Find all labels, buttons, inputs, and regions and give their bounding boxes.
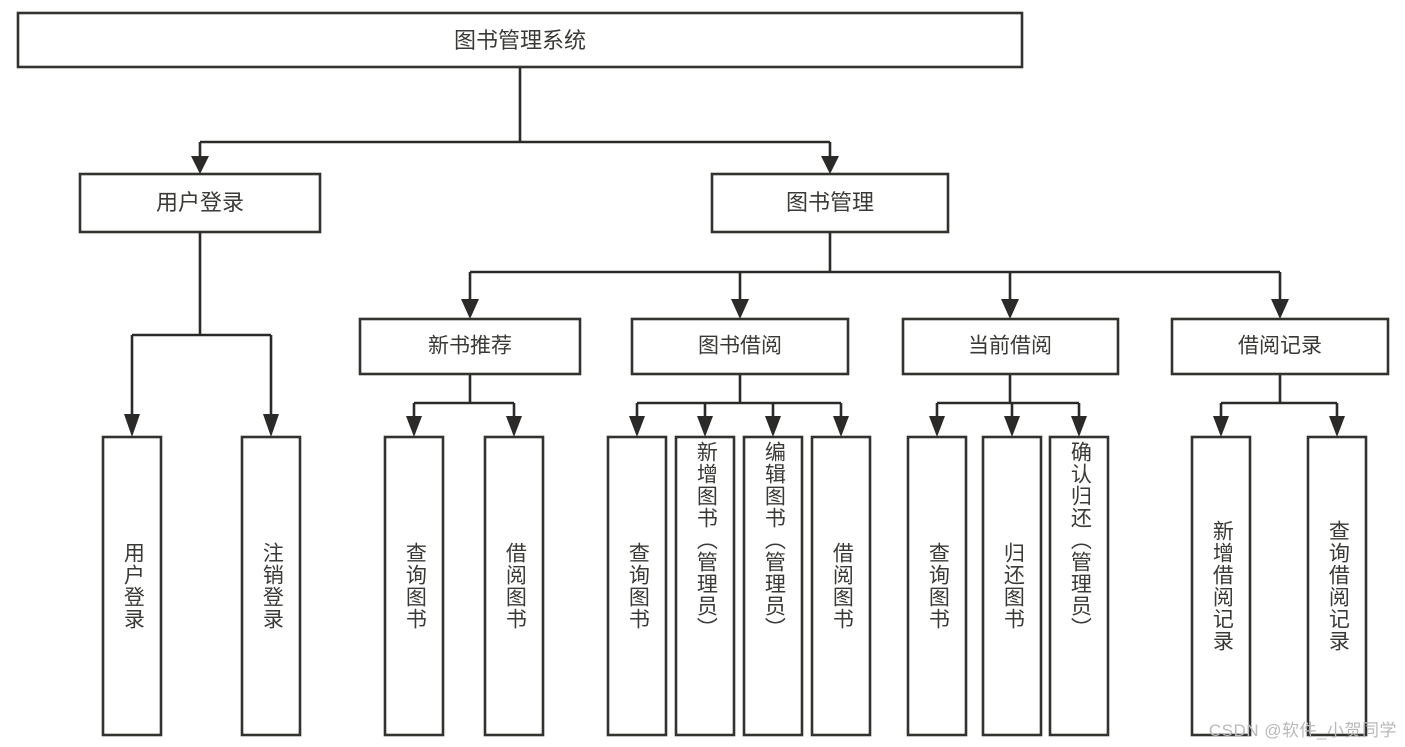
arrow-to-book-manage bbox=[821, 156, 839, 174]
arrow-to-leaf-edit-book bbox=[765, 416, 781, 437]
node-user-login-box[interactable] bbox=[78, 172, 322, 234]
arrow-to-current-borrow bbox=[1001, 299, 1019, 319]
leaf-box-query-book-borrow[interactable] bbox=[606, 435, 668, 737]
node-user-login[interactable]: 用户登录 bbox=[78, 172, 322, 234]
arrow-to-leaf-add-record bbox=[1213, 416, 1229, 437]
leaf-box-query-book-cur[interactable] bbox=[906, 435, 968, 737]
arrow-to-leaf-borrow-book-rec bbox=[506, 416, 522, 437]
leaf-box-query-record[interactable] bbox=[1306, 435, 1368, 737]
leaf-box-add-book[interactable] bbox=[674, 435, 736, 737]
leaf-box-return-book[interactable] bbox=[981, 435, 1043, 737]
node-current-borrow-box[interactable] bbox=[901, 317, 1120, 376]
node-book-borrow[interactable]: 图书借阅 bbox=[630, 317, 850, 376]
leaf-box-borrow-book-rec[interactable] bbox=[483, 435, 545, 737]
node-borrow-record-box[interactable] bbox=[1170, 317, 1390, 376]
arrow-to-leaf-query-book-cur bbox=[929, 416, 945, 437]
node-book-manage-box[interactable] bbox=[710, 172, 950, 234]
arrow-to-leaf-query-record bbox=[1329, 416, 1345, 437]
leaf-box-confirm-return[interactable] bbox=[1048, 435, 1110, 737]
node-current-borrow[interactable]: 当前借阅 bbox=[901, 317, 1120, 376]
connector-layer bbox=[124, 67, 1345, 437]
arrow-to-leaf-return-book bbox=[1004, 416, 1020, 437]
node-book-borrow-box[interactable] bbox=[630, 317, 850, 376]
leaf-box-edit-book[interactable] bbox=[742, 435, 804, 737]
arrow-to-borrow-record bbox=[1271, 299, 1289, 319]
arrow-to-leaf-borrow-book bbox=[833, 416, 849, 437]
leaf-box-add-record[interactable] bbox=[1190, 435, 1252, 737]
node-root-label: 图书管理系统 bbox=[454, 28, 586, 53]
node-book-manage-label: 图书管理 bbox=[786, 190, 874, 215]
node-borrow-record-label: 借阅记录 bbox=[1238, 335, 1322, 358]
arrow-to-leaf-user-login bbox=[124, 414, 140, 437]
arrow-to-leaf-user-logout bbox=[263, 414, 279, 437]
node-new-book-rec-label: 新书推荐 bbox=[428, 335, 512, 358]
arrow-to-leaf-query-book-borrow bbox=[629, 416, 645, 437]
node-new-book-rec-box[interactable] bbox=[358, 317, 582, 376]
arrow-to-new-book-rec bbox=[461, 299, 479, 319]
node-book-borrow-label: 图书借阅 bbox=[698, 335, 782, 358]
node-root[interactable]: 图书管理系统 bbox=[16, 11, 1024, 69]
node-borrow-record[interactable]: 借阅记录 bbox=[1170, 317, 1390, 376]
leaf-box-user-login[interactable] bbox=[101, 435, 163, 737]
arrow-to-leaf-add-book bbox=[697, 416, 713, 437]
arrow-to-user-login bbox=[191, 156, 209, 174]
arrow-to-leaf-confirm-return bbox=[1071, 416, 1087, 437]
node-new-book-rec[interactable]: 新书推荐 bbox=[358, 317, 582, 376]
leaf-box-borrow-book[interactable] bbox=[810, 435, 872, 737]
leaf-box-layer bbox=[101, 435, 1368, 737]
arrow-to-book-borrow bbox=[731, 299, 749, 319]
leaf-box-user-logout[interactable] bbox=[240, 435, 302, 737]
leaf-box-query-book-rec[interactable] bbox=[383, 435, 445, 737]
arrow-to-leaf-query-book-rec bbox=[406, 416, 422, 437]
node-current-borrow-label: 当前借阅 bbox=[968, 335, 1052, 358]
node-root-box[interactable] bbox=[16, 11, 1024, 69]
node-book-manage[interactable]: 图书管理 bbox=[710, 172, 950, 234]
node-user-login-label: 用户登录 bbox=[156, 190, 244, 215]
